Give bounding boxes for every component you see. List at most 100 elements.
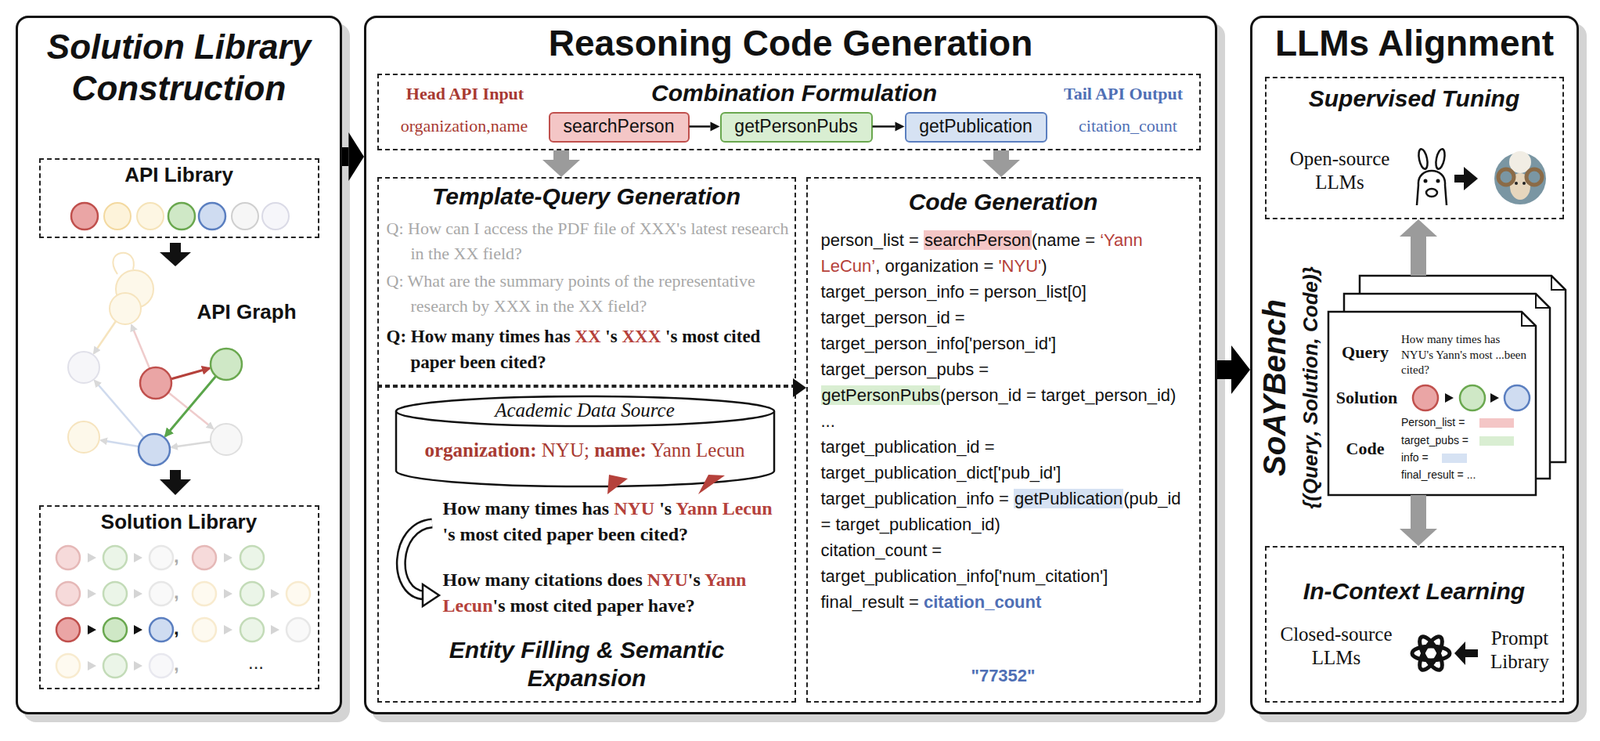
label-text: How many citations does NYU's Yann Lecun… — [443, 566, 790, 619]
ram-icon — [1498, 169, 1514, 185]
text-run: Q: What are the summary points of the re… — [386, 270, 756, 316]
text-run: , — [173, 616, 180, 638]
text-run: Code Generation — [908, 188, 1099, 215]
code-swatches — [1441, 453, 1467, 463]
solution-chains — [149, 653, 173, 678]
solution-chains — [223, 624, 280, 635]
api-circles — [104, 202, 131, 230]
label-text: Entity Filling & Semantic Expansion — [446, 635, 728, 692]
label-text: Solution — [1329, 387, 1404, 408]
rotated-title: {(Query, Solution, Code)} — [1300, 266, 1321, 509]
free-label: organization,name — [381, 115, 548, 137]
text-run: SoAYBench — [1257, 299, 1292, 476]
connector-arrow — [1410, 236, 1427, 276]
stack-outline — [1521, 311, 1536, 326]
api-circles — [71, 202, 289, 230]
label-text: organization: NYU; name: Yann Lecun — [394, 438, 776, 462]
down-arrow — [159, 479, 191, 495]
stack-outline — [1328, 311, 1536, 495]
connector-arrow — [1399, 219, 1438, 237]
text-run: 's — [601, 326, 623, 346]
connector-arrow — [1410, 494, 1427, 529]
dashed-box: API Library — [39, 158, 320, 238]
label-text: info = — [1401, 450, 1439, 465]
text-run: , — [173, 580, 180, 602]
code-block: person_list = searchPerson(name = ‘Yann … — [821, 227, 1193, 615]
free-label: , — [173, 544, 188, 567]
dataset-stack: Query How many times has NYU's Yann's mos… — [1328, 275, 1566, 495]
expansion-arrow — [422, 583, 440, 606]
api-graph — [168, 392, 213, 429]
tuning-arrow — [1463, 166, 1478, 191]
connector-arrow — [982, 150, 1020, 177]
text-run: 's — [688, 569, 705, 590]
card-chain — [1412, 385, 1530, 411]
api-graph — [112, 252, 134, 274]
llama-icon — [1426, 188, 1438, 197]
code-line: target_publication_info = getPublication… — [821, 485, 1193, 537]
solution-chains — [56, 545, 310, 678]
down-arrow — [159, 252, 191, 267]
free-label: citation_count — [1060, 115, 1196, 137]
text-run: getPersonPubs — [821, 385, 941, 405]
api-graph — [100, 439, 139, 447]
solution-chains — [240, 545, 264, 570]
label-text: Open-source LLMs — [1274, 147, 1406, 195]
down-arrow — [159, 242, 191, 495]
connector-arrow — [1217, 360, 1232, 379]
text-run: How many citations does — [443, 569, 648, 590]
rotated-title: SoAYBench — [1258, 299, 1291, 476]
label-text: searchPerson — [550, 113, 689, 140]
solution-chains — [56, 617, 80, 642]
dashed-box: Supervised TuningOpen-source LLMs — [1264, 76, 1564, 220]
text-run: target_person_info = person_list[0] — [821, 281, 1087, 302]
text-run: Solution Library Construction — [46, 27, 311, 108]
code-line: ... — [821, 407, 1193, 434]
text-run: Entity Filling & Semantic Expansion — [449, 636, 725, 691]
dashed-box: How many times has NYU 's Yann Lecun 's … — [377, 385, 797, 703]
text-run: Template-Query Generation — [432, 183, 741, 210]
connector-arrow — [553, 150, 570, 160]
text-run: target_person_pubs = — [821, 359, 990, 379]
label-text: Closed-source LLMs — [1268, 622, 1406, 670]
text-run: XX — [574, 326, 601, 346]
text-run: ) — [1041, 255, 1047, 276]
card-chain — [1504, 385, 1530, 411]
card-chain — [1412, 385, 1438, 411]
text-run: Q: How can I access the PDF file of XXX'… — [386, 218, 790, 264]
label-text: Solution Library — [39, 509, 320, 534]
label-text: getPublication — [906, 113, 1046, 140]
label-text: Combination Formulation — [610, 79, 979, 108]
solution-chains — [56, 545, 80, 570]
solution-chains — [192, 581, 217, 606]
code-line: target_person_id = target_person_info['p… — [821, 304, 1193, 357]
api-circles — [136, 202, 164, 230]
text-run: target_pubs = — [1401, 433, 1469, 447]
api-box: getPersonPubs — [720, 111, 873, 143]
connector-arrow — [993, 150, 1010, 160]
text-run: getPersonPubs — [734, 115, 858, 137]
connector-arrow — [542, 150, 581, 177]
text-run: , — [173, 544, 180, 566]
label-text: How many times has NYU's Yann's most ...… — [1401, 331, 1528, 379]
text-run: name: — [594, 439, 647, 461]
connector-arrow — [1217, 345, 1251, 394]
label-text: Q: How can I access the PDF file of XXX'… — [386, 216, 790, 267]
text-run: NYU — [613, 497, 655, 519]
text-run: citation_count — [923, 591, 1042, 612]
text-run: Query — [1341, 342, 1389, 362]
solution-chains — [240, 617, 264, 642]
tuning-arrow — [1454, 166, 1478, 191]
text-run: info = — [1401, 450, 1429, 464]
text-run: Open-source LLMs — [1290, 147, 1391, 193]
label-text: final_result = ... — [1401, 468, 1527, 482]
stack-outline — [1551, 275, 1566, 290]
label-text: "77352" — [806, 663, 1201, 688]
api-graph — [109, 292, 141, 325]
free-label: Tail API Output — [1050, 82, 1197, 105]
label-text: Code Generation — [806, 187, 1201, 217]
text-run: 'NYU' — [998, 255, 1042, 276]
text-run: LLMs Alignment — [1275, 22, 1554, 64]
text-run: final_result = ... — [1401, 468, 1476, 481]
